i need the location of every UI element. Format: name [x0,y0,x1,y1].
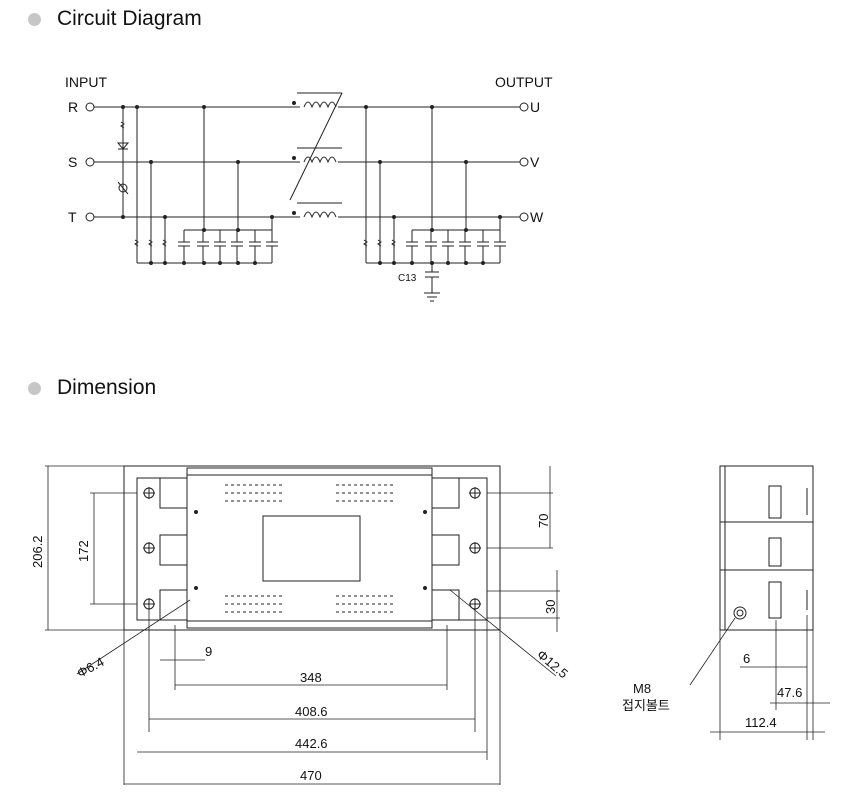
side-dim-6: 6 [743,651,750,666]
output-terminals [519,102,529,222]
dim-70: 70 [536,514,551,528]
right-capacitors [366,107,506,264]
front-dimension-lines [45,465,560,785]
circuit-diagram-title: Circuit Diagram [57,7,202,30]
dim-408-6: 408.6 [295,704,328,719]
side-dim-112-4: 112.4 [745,715,777,730]
front-view-drawing [123,465,501,631]
output-w-label: W [530,209,544,225]
bolt-label-ground: 접지볼트 [622,698,670,713]
dim-30: 30 [543,600,558,614]
junction-dots [121,105,502,265]
output-v-label: V [530,154,540,170]
output-u-label: U [530,99,540,115]
ground-capacitor [424,263,440,302]
common-mode-choke [289,92,343,219]
dim-9: 9 [205,644,212,659]
dim-470: 470 [300,768,322,783]
dimension-heading: Dimension [28,376,156,400]
dimension-title: Dimension [57,376,157,399]
dim-348: 348 [300,670,322,685]
dim-hole-large: Φ12.5 [534,647,571,681]
input-r-label: R [68,99,78,115]
side-view-drawing [719,465,814,631]
c13-label: C13 [398,273,417,284]
surge-branch [116,107,130,217]
right-bleeder-resistors [363,107,396,263]
input-wires [94,106,300,218]
output-label: OUTPUT [495,74,553,90]
dim-172: 172 [76,540,91,562]
dim-206-2: 206.2 [30,535,45,568]
input-label: INPUT [65,74,107,90]
left-bleeder-resistors [134,107,167,263]
output-wires [338,106,520,218]
bullet-icon [28,12,41,26]
input-s-label: S [68,154,77,170]
input-terminals [85,102,95,222]
side-dimension-lines [689,615,830,740]
circuit-diagram-heading: Circuit Diagram [28,7,202,31]
left-capacitors [137,107,278,264]
bolt-label-m8: M8 [633,681,651,696]
dim-442-6: 442.6 [295,736,328,751]
bullet-icon [28,381,41,395]
input-t-label: T [68,209,77,225]
side-dim-47-6: 47.6 [777,685,802,700]
